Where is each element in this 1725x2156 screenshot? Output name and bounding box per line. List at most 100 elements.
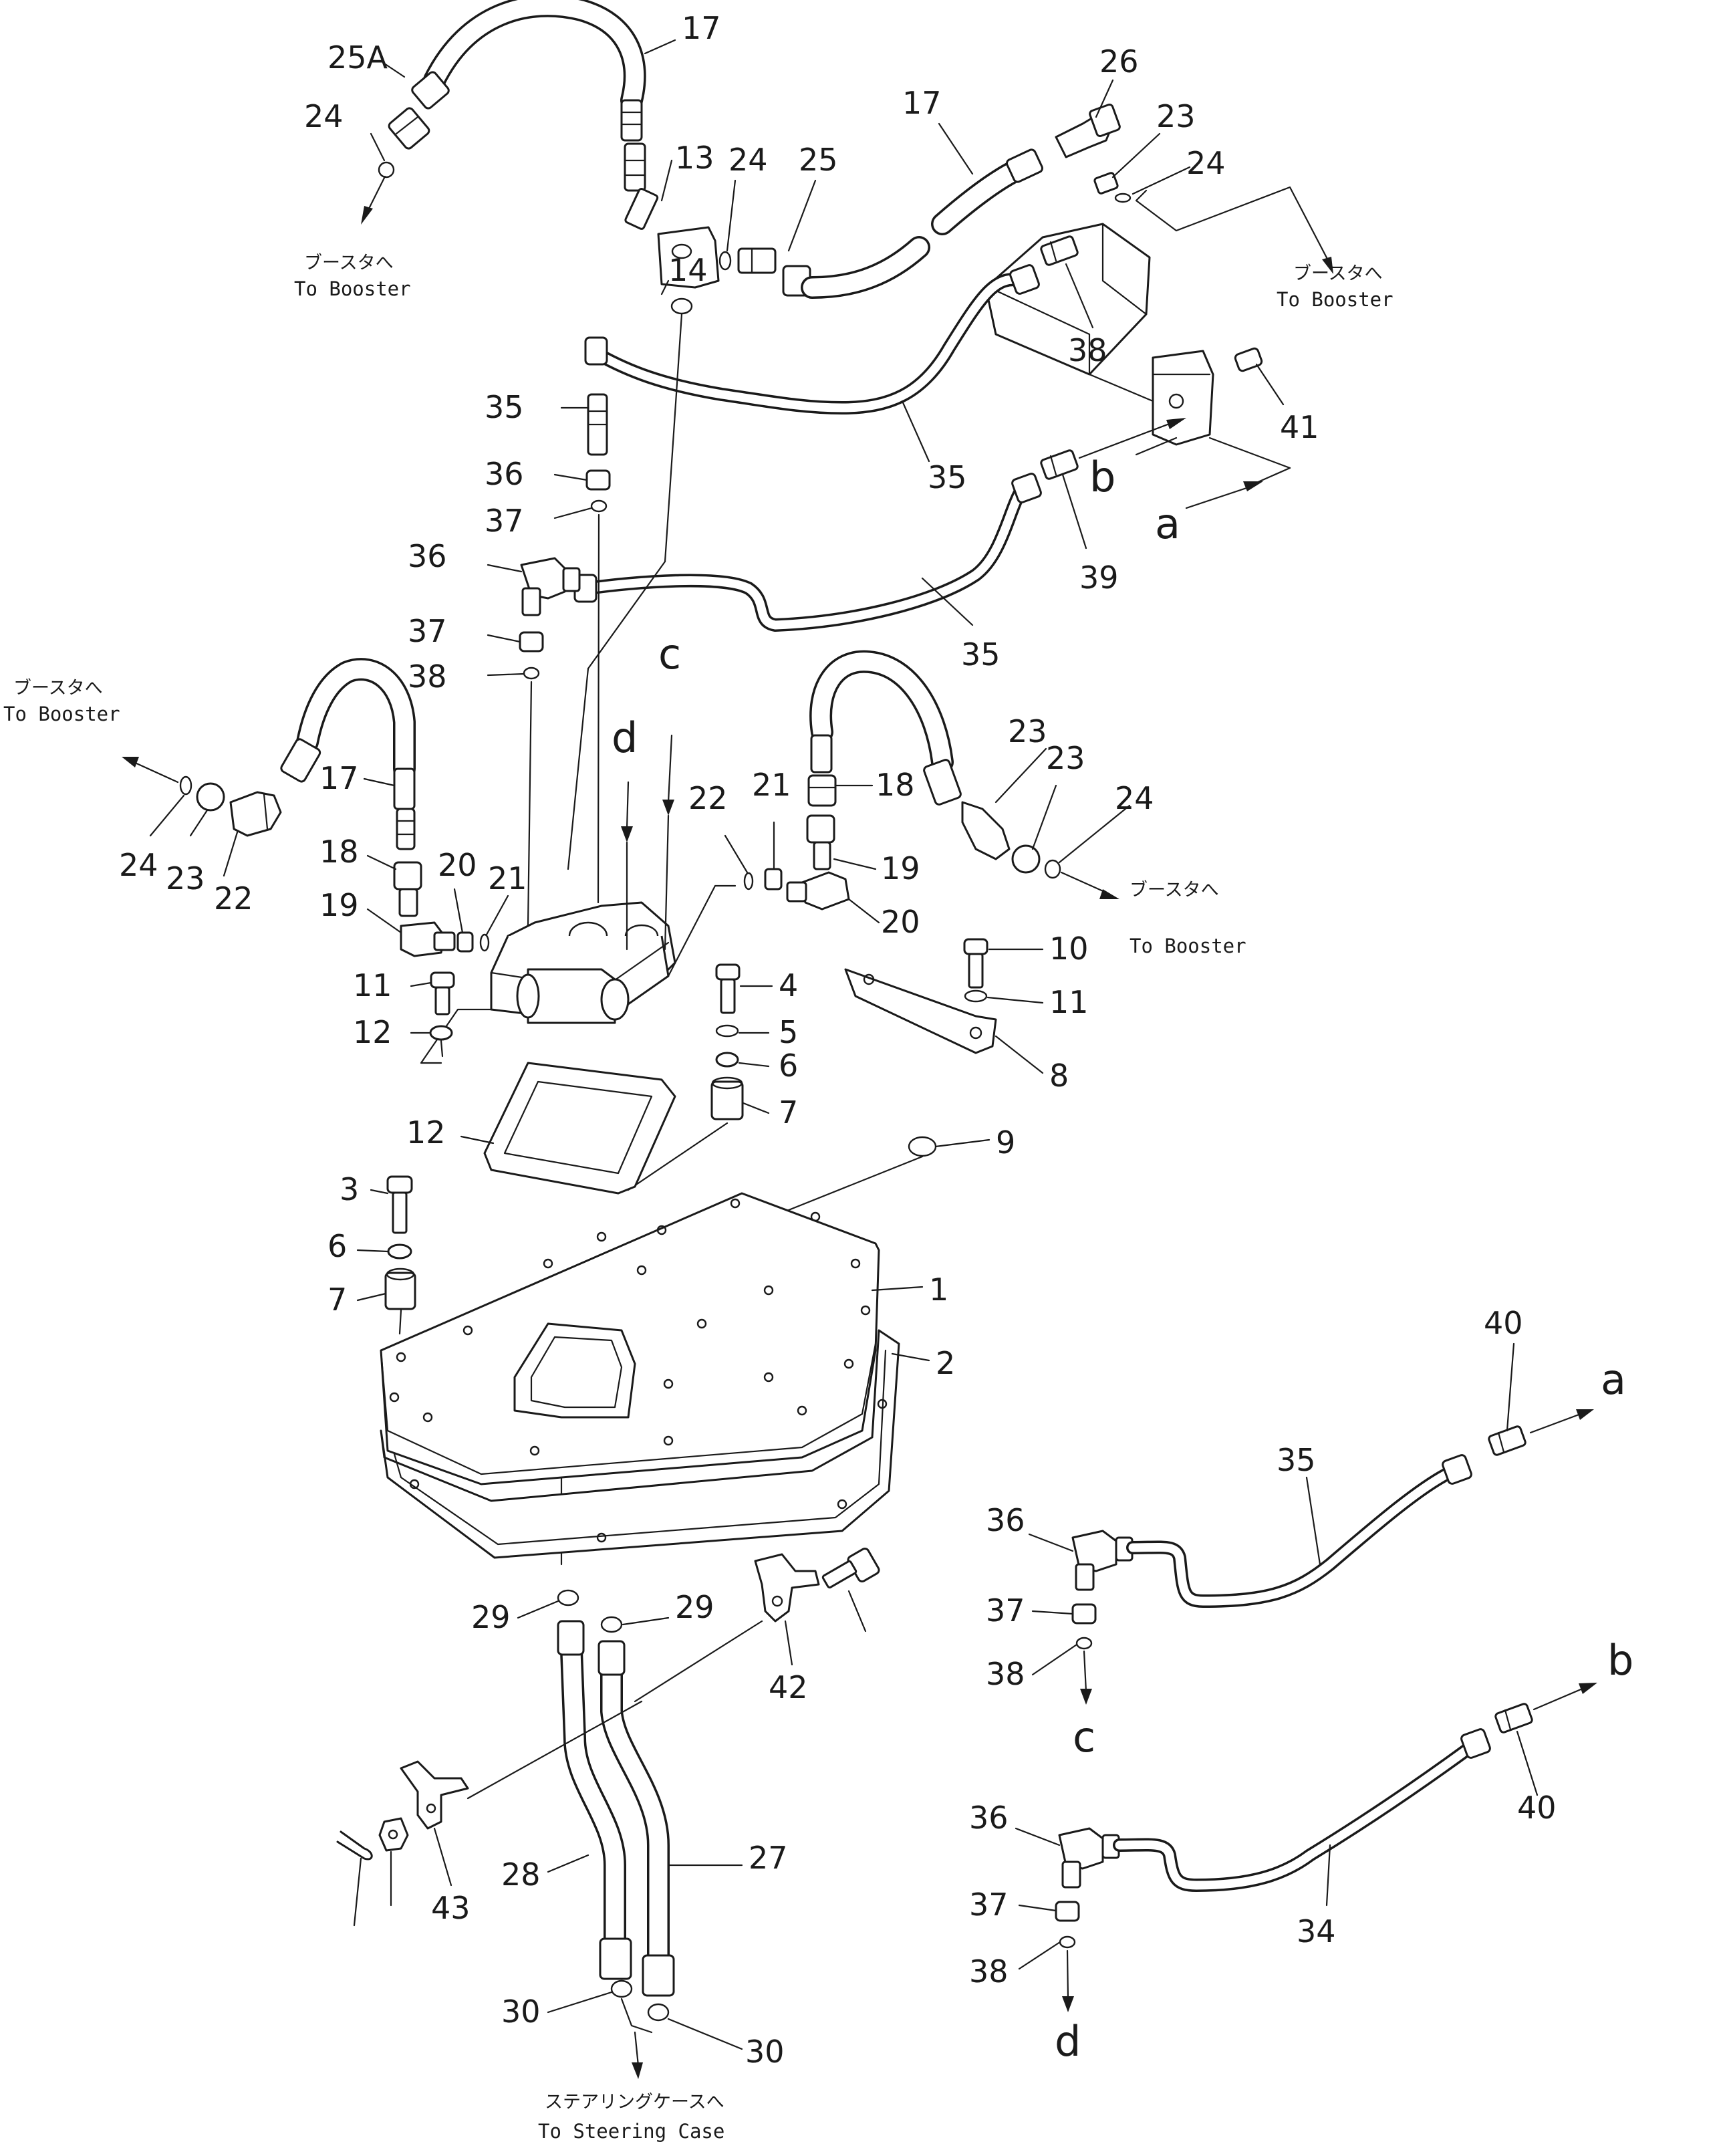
spring-washer-11 [964, 989, 988, 1003]
destination-notes: ブースタへ To Booster ブースタへ To Booster ブースタへ … [3, 253, 1394, 2143]
elbow-19-left [400, 921, 456, 957]
callout-35: 35 [485, 389, 524, 425]
callout-25A: 25A [327, 39, 388, 76]
o-ring-30-a [610, 1980, 633, 1998]
pipe-31 [1113, 1728, 1491, 1892]
o-ring-9 [908, 1136, 937, 1157]
callout-23: 23 [166, 860, 205, 896]
elbow-35-c [1071, 1530, 1134, 1591]
letter-c-lower: c [1073, 1713, 1095, 1762]
callout-19: 19 [319, 887, 359, 923]
adapter-18-right [806, 814, 835, 870]
bolt-3 [386, 1175, 413, 1234]
letter-d-lower: d [1055, 2017, 1081, 2066]
note-booster-jp-3: ブースタへ [13, 678, 103, 699]
note-booster-jp-2: ブースタへ [1293, 263, 1383, 284]
callout-35: 36 [408, 538, 447, 574]
fitting-25 [737, 247, 811, 297]
hose-17-upper-right [801, 148, 1043, 299]
note-steering-en: To Steering Case [538, 2120, 724, 2143]
leader-lines [149, 39, 1539, 2050]
callout-36: 36 [485, 456, 524, 492]
callout-20: 21 [752, 767, 791, 803]
pipe-28 [557, 1620, 632, 1980]
callout-2: 2 [936, 1345, 955, 1381]
callout-37: 37 [485, 503, 524, 539]
callout-9: 9 [996, 1124, 1015, 1161]
o-ring-21-right [743, 872, 754, 890]
elbow-35-d [1058, 1827, 1120, 1889]
callout-29: 29 [675, 1589, 714, 1625]
callout-24: 24 [1186, 145, 1226, 181]
pipe-27 [598, 1640, 675, 1997]
callout-28: 28 [501, 1856, 541, 1893]
washer-6-left [387, 1243, 412, 1260]
callout-17: 17 [319, 760, 359, 796]
nut-23-top [1093, 172, 1119, 195]
o-ring-29-a [557, 1589, 579, 1606]
callout-37: 38 [408, 658, 447, 695]
callout-40: 42 [769, 1669, 808, 1705]
callout-18: 18 [319, 834, 359, 870]
hose-17-right [807, 650, 962, 807]
o-ring-37-b [523, 667, 540, 680]
spring-washer-5 [715, 1024, 739, 1038]
callout-31: 34 [1297, 1913, 1336, 1949]
elbow-35-b [520, 557, 581, 616]
bolt-10 [963, 938, 988, 989]
valve-body [984, 223, 1214, 446]
elbow-19-right [786, 871, 850, 911]
callout-36: 37 [969, 1887, 1009, 1923]
callout-38: 38 [1068, 332, 1107, 368]
fitting-38-upper [1040, 235, 1079, 266]
callout-38: 39 [1079, 560, 1119, 596]
filter-head [490, 901, 676, 1024]
callout-11: 11 [1049, 984, 1089, 1020]
washer-36-c [1071, 1603, 1097, 1625]
callout-4: 4 [779, 967, 798, 1003]
o-ring-24-right [1114, 193, 1132, 203]
note-booster-en-3: To Booster [3, 703, 120, 725]
callout-29: 29 [471, 1599, 511, 1635]
pipe-34 [584, 264, 1040, 414]
callout-16: 14 [668, 252, 708, 288]
adapter-15 [624, 142, 720, 289]
callout-40: 43 [431, 1890, 471, 1926]
letter-a-lower: a [1601, 1355, 1626, 1404]
callout-17: 17 [682, 10, 721, 46]
washer-36-a [585, 469, 611, 491]
callout-39: 41 [1280, 409, 1319, 445]
letter-b-lower: b [1607, 1636, 1633, 1685]
note-booster-en-4: To Booster [1130, 935, 1246, 957]
callout-3: 3 [340, 1171, 359, 1207]
plug-39 [1234, 347, 1263, 372]
callout-14: 12 [353, 1014, 392, 1050]
cover-1 [380, 1192, 880, 1485]
connection-letters: a b c d a b c d [612, 453, 1633, 2066]
bolt-4 [715, 963, 741, 1014]
bolt-41 [821, 1548, 880, 1589]
elbow-22-left [229, 791, 282, 837]
pipe-32 [573, 473, 1042, 632]
o-ring-29-b [600, 1616, 623, 1633]
spacer-7-left [384, 1268, 416, 1310]
letter-c-upper: c [658, 630, 681, 679]
callout-24: 24 [119, 847, 158, 883]
fitting-38-mid [1040, 449, 1079, 480]
bolt-13 [430, 971, 455, 1015]
spacer-7-center [710, 1076, 744, 1120]
letter-b-upper: b [1089, 453, 1115, 501]
o-ring-16 [670, 297, 693, 315]
nut-23-right [1011, 844, 1041, 874]
callout-24: 24 [304, 98, 344, 134]
callout-17: 17 [902, 85, 942, 121]
elbow-26 [1055, 103, 1121, 158]
o-ring-37-d [1059, 1935, 1076, 1949]
note-booster-jp-4: ブースタへ [1130, 880, 1219, 901]
nut-23-left [196, 782, 225, 812]
o-ring-24-left [179, 775, 192, 796]
o-ring-37-c [1075, 1637, 1093, 1650]
callout-25: 25 [799, 142, 838, 178]
adapter-18-left [393, 861, 422, 917]
